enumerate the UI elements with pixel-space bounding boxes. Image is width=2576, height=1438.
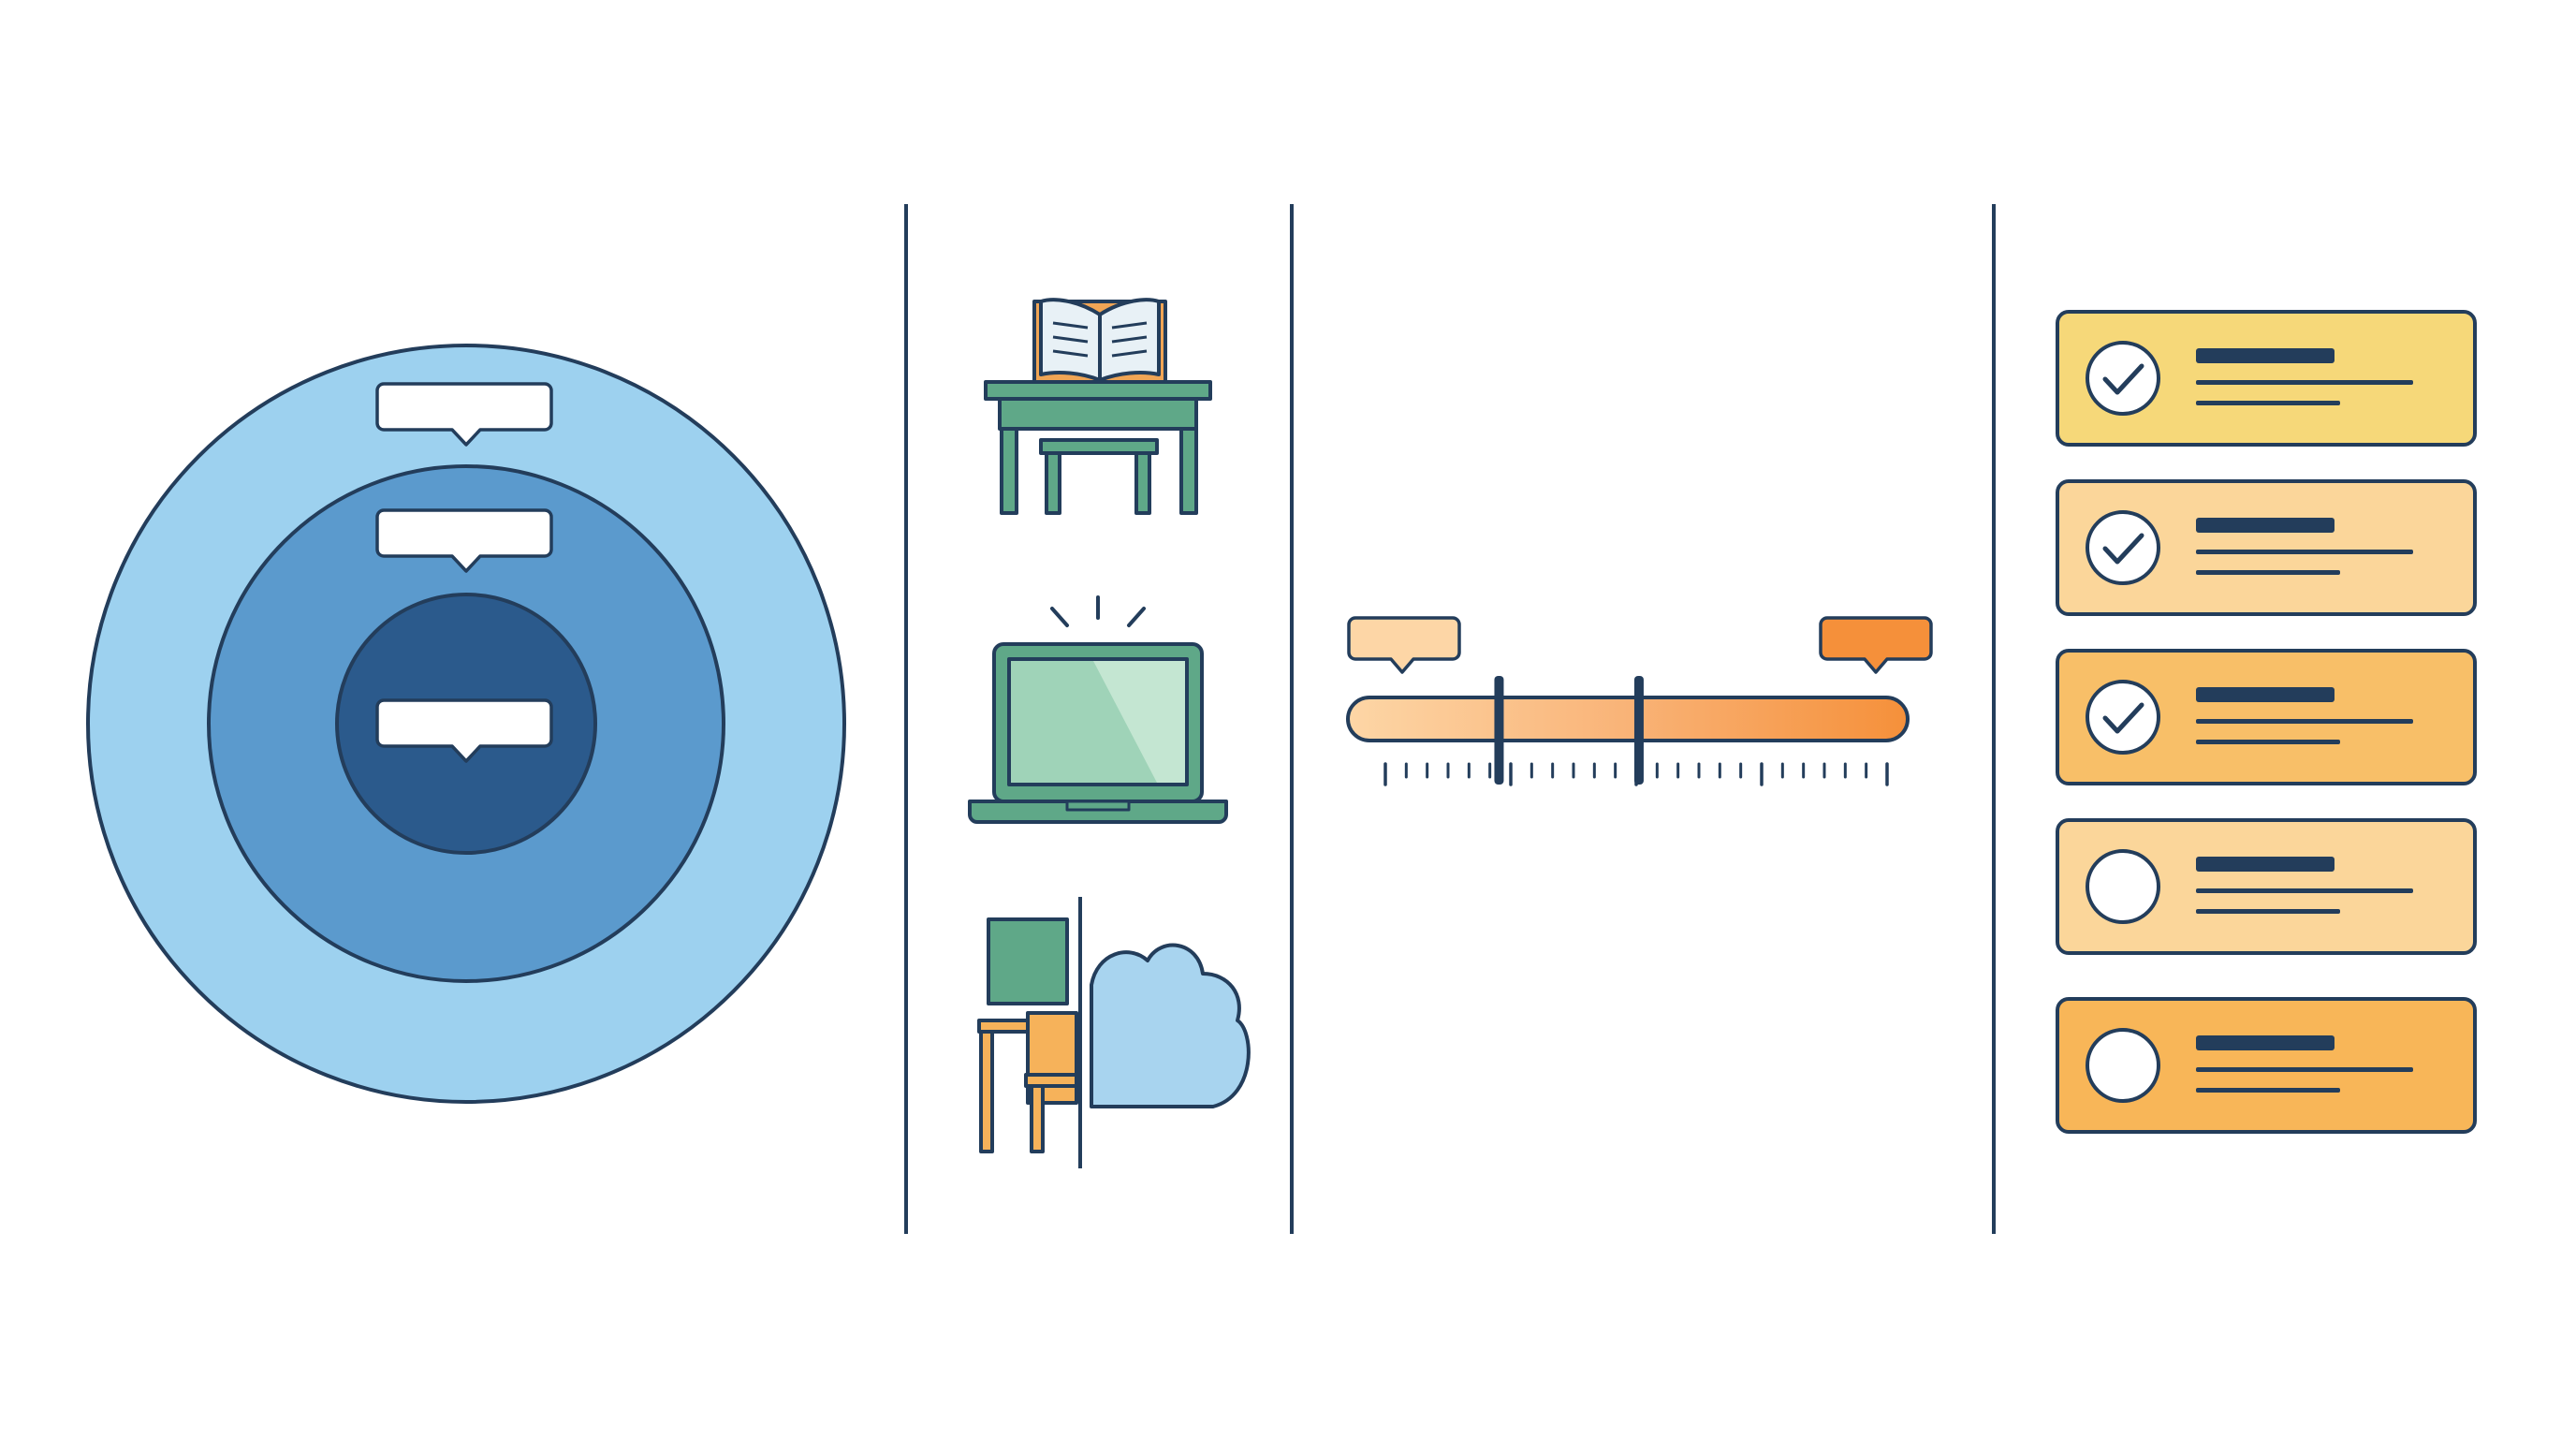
item-detail-line [2196, 888, 2413, 893]
item-detail-line [2196, 909, 2340, 914]
item-detail-line [2196, 570, 2340, 575]
item-detail-line [2196, 1067, 2413, 1072]
ring-callouts [375, 382, 553, 763]
middle-ring-callout [375, 508, 553, 573]
scale-marker[interactable] [1633, 676, 1644, 785]
item-title-line [2196, 687, 2334, 702]
scale-marker[interactable] [1494, 676, 1504, 785]
checklist-card[interactable] [2056, 649, 2477, 785]
check-mark-icon [2102, 702, 2144, 734]
item-detail-line [2196, 401, 2340, 405]
item-title-line [2196, 1035, 2334, 1050]
checkbox-checked[interactable] [2086, 680, 2160, 755]
checkbox-unchecked[interactable] [2086, 849, 2160, 924]
check-mark-icon [2102, 363, 2144, 395]
checklist-item[interactable] [2056, 997, 2477, 1134]
scale-ticks [1383, 762, 1889, 786]
progress-scale [1346, 616, 1933, 786]
item-title-line [2196, 518, 2334, 533]
outer-ring-callout [375, 382, 553, 447]
checkbox-unchecked[interactable] [2086, 1028, 2160, 1103]
checkbox-checked[interactable] [2086, 510, 2160, 585]
checklist-card[interactable] [2056, 818, 2477, 955]
inner-circle-callout [375, 698, 553, 763]
checklist-item[interactable] [2056, 310, 2477, 447]
laptop-icon [968, 595, 1228, 824]
scale-markers [1494, 676, 1644, 785]
item-title-line [2196, 348, 2334, 363]
checklist-item[interactable] [2056, 479, 2477, 616]
checklist-card[interactable] [2056, 997, 2477, 1134]
book-on-desk-icon [984, 298, 1212, 515]
checklist [2056, 310, 2477, 1134]
item-detail-line [2196, 740, 2340, 744]
cloud-shape [1090, 943, 1251, 1108]
item-detail-line [2196, 1088, 2340, 1093]
check-mark-icon [2102, 533, 2144, 565]
checklist-item[interactable] [2056, 649, 2477, 785]
item-detail-line [2196, 550, 2413, 554]
item-detail-line [2196, 719, 2413, 724]
section-dividers [904, 204, 1996, 1234]
checklist-card[interactable] [2056, 310, 2477, 447]
checklist-card[interactable] [2056, 479, 2477, 616]
start-callout [1347, 616, 1461, 674]
checkbox-checked[interactable] [2086, 341, 2160, 416]
classroom-cloud-icon [977, 897, 1251, 1168]
item-title-line [2196, 857, 2334, 872]
end-callout [1819, 616, 1933, 674]
progress-bar [1346, 696, 1910, 742]
checklist-item[interactable] [2056, 818, 2477, 955]
item-detail-line [2196, 380, 2413, 385]
